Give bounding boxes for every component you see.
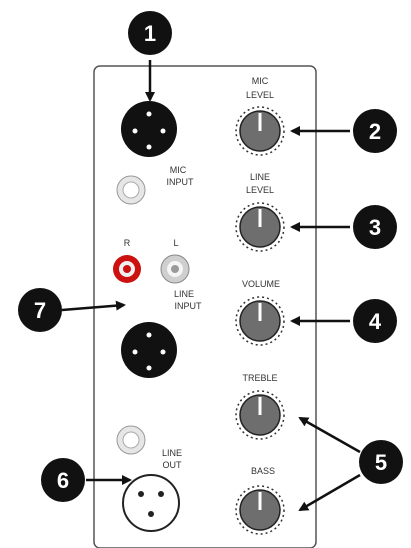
treble-knob[interactable] [235,390,285,440]
callout-7-number: 7 [34,298,46,323]
rca-line-input-right-jack[interactable] [113,255,141,283]
line-out-label-line2: OUT [163,460,183,470]
callout-2: 2 [353,109,397,153]
callout-4-number: 4 [369,309,382,334]
xlr-line-out-jack[interactable] [122,474,180,532]
rca-line-input-left-jack[interactable] [160,254,190,284]
bass-label: BASS [251,466,275,476]
arrow-7 [61,300,126,312]
line-level-label-line1: LINE [250,172,270,182]
callout-6: 6 [41,458,85,502]
callout-5-number: 5 [375,450,387,475]
line-input-label-line2: INPUT [175,301,203,311]
line-out-label-line1: LINE [162,448,182,458]
line-level-knob[interactable] [235,202,285,252]
mic-level-label-line2: LEVEL [246,90,274,100]
rca-mic-input-jack[interactable] [116,175,146,205]
line-level-label-line2: LEVEL [246,185,274,195]
volume-knob[interactable] [235,296,285,346]
mic-level-label-line1: MIC [252,76,269,86]
treble-label: TREBLE [242,373,277,383]
xlr-line-input-jack[interactable] [121,322,177,378]
mic-input-label-line2: INPUT [167,177,195,187]
volume-label: VOLUME [242,279,280,289]
xlr-mic-input-jack[interactable] [121,101,177,157]
bass-knob[interactable] [235,485,285,535]
arrow-5b [298,473,361,512]
callout-3: 3 [353,205,397,249]
callout-1: 1 [128,11,172,55]
callout-3-number: 3 [369,215,381,240]
callout-5: 5 [359,440,403,484]
rca-line-out-jack[interactable] [116,425,146,455]
callout-2-number: 2 [369,119,381,144]
callout-1-number: 1 [144,21,156,46]
callout-6-number: 6 [57,468,69,493]
arrow-5a [298,416,361,454]
callout-7: 7 [18,288,62,332]
mic-input-label-line1: MIC [170,165,187,175]
callout-4: 4 [353,299,397,343]
mic-level-knob[interactable] [235,106,285,156]
channel-l-label: L [173,238,178,248]
line-input-label-line1: LINE [174,289,194,299]
channel-r-label: R [124,238,131,248]
